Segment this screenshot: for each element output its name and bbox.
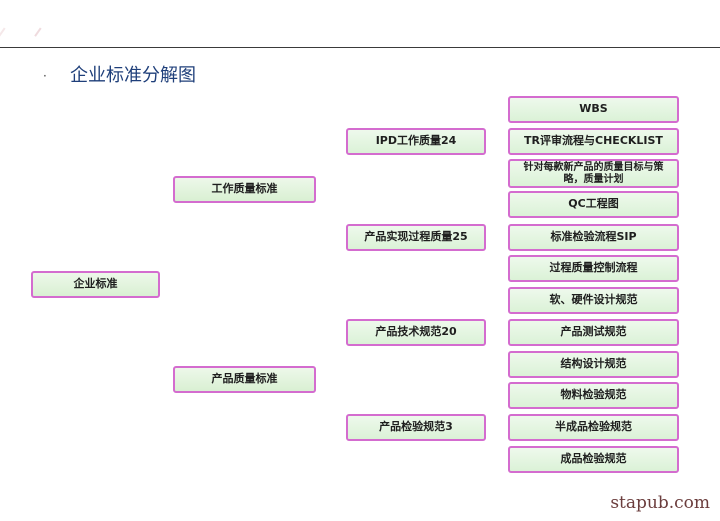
diagram-node-material-inspection-spec: 物料检验规范 — [508, 382, 679, 409]
watermark-text: stapub.com — [610, 493, 710, 513]
header-divider — [0, 47, 720, 48]
diagram-node-tr-review-checklist: TR评审流程与CHECKLIST — [508, 128, 679, 155]
diagram-node-product-technical-spec: 产品技术规范20 — [346, 319, 486, 346]
diagram-node-semi-finished-inspection-spec: 半成品检验规范 — [508, 414, 679, 441]
diagram-node-finished-product-inspection-spec: 成品检验规范 — [508, 446, 679, 473]
diagram-node-ipd-work-quality: IPD工作质量24 — [346, 128, 486, 155]
page-title: 企业标准分解图 — [70, 65, 196, 86]
diagram-node-product-inspection-spec: 产品检验规范3 — [346, 414, 486, 441]
diagram-node-work-quality-standard: 工作质量标准 — [173, 176, 316, 203]
diagram-node-software-hardware-design-spec: 软、硬件设计规范 — [508, 287, 679, 314]
diagram-node-product-realization-quality: 产品实现过程质量25 — [346, 224, 486, 251]
diagram-node-product-test-spec: 产品测试规范 — [508, 319, 679, 346]
diagram-node-process-quality-control: 过程质量控制流程 — [508, 255, 679, 282]
diagram-node-root: 企业标准 — [31, 271, 160, 298]
diagram-node-quality-goals-strategy-plan: 针对每款新产品的质量目标与策略，质量计划 — [508, 159, 679, 188]
diagram-node-product-quality-standard: 产品质量标准 — [173, 366, 316, 393]
diagram-node-structure-design-spec: 结构设计规范 — [508, 351, 679, 378]
diagram-node-qc-process-chart: QC工程图 — [508, 191, 679, 218]
diagram-node-wbs: WBS — [508, 96, 679, 123]
corner-decoration — [0, 27, 14, 43]
bullet-icon: · — [43, 69, 47, 83]
corner-decoration — [34, 27, 50, 43]
diagram-node-standard-inspection-sip: 标准检验流程SIP — [508, 224, 679, 251]
